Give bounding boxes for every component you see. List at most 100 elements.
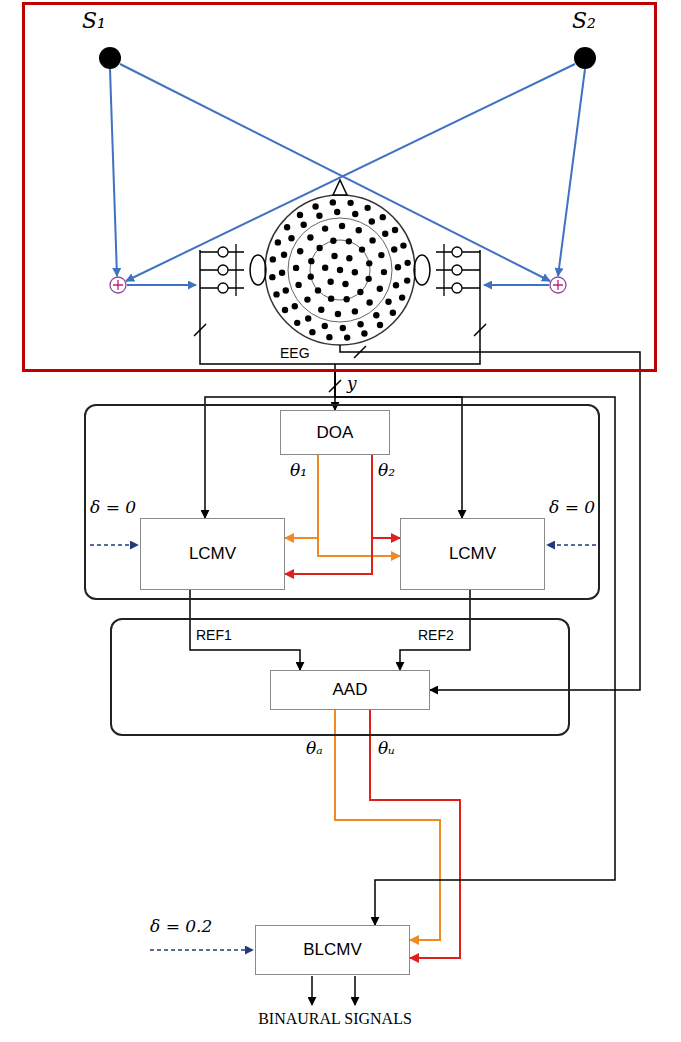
group-box: AAD (110, 618, 570, 736)
electrode (359, 246, 365, 252)
propagation-lines (110, 64, 585, 285)
signal-name: y (347, 373, 357, 393)
electrode (315, 287, 321, 293)
microphone-array (200, 244, 480, 296)
output-caption: BINAURAL SIGNALS (258, 1010, 412, 1028)
electrode (364, 205, 370, 211)
electrode (357, 289, 363, 295)
connector (372, 455, 400, 538)
process-box: LCMV (140, 518, 285, 590)
signal-name: EEG (280, 345, 310, 361)
connector (285, 455, 318, 538)
electrode (281, 252, 287, 258)
electrode (288, 235, 294, 241)
process-box: BLCMV (255, 925, 410, 975)
electrode (327, 279, 333, 285)
sum-node (110, 277, 566, 293)
electrode (395, 264, 401, 270)
electrode (400, 242, 406, 248)
electrode (305, 315, 311, 321)
process-box: LCMV (400, 518, 545, 590)
electrode (342, 281, 348, 287)
electrode (328, 295, 334, 301)
connector (370, 710, 460, 958)
electrode (352, 211, 358, 217)
electrode (307, 234, 313, 240)
electrode (292, 303, 298, 309)
electrode (361, 330, 367, 336)
electrode (344, 334, 350, 340)
electrode (380, 214, 386, 220)
electrode (282, 307, 288, 313)
connector (318, 455, 400, 556)
parameter-label: δ = 0 (549, 497, 595, 517)
electrode (283, 287, 289, 293)
output-arrows (312, 976, 355, 1005)
electrode (390, 310, 396, 316)
electrode (322, 323, 328, 329)
edge-label: θₐ (306, 738, 323, 758)
connector (335, 710, 440, 940)
electrode (275, 239, 281, 245)
edge-label: θ₁ (290, 460, 307, 480)
parameter-label: δ = 0.2 (150, 916, 212, 936)
electrode (294, 320, 300, 326)
electrode (337, 267, 343, 273)
highlight-frame: S₁S₂EEG (22, 2, 657, 372)
electrode (369, 237, 375, 243)
electrode (378, 252, 384, 258)
edge-label: REF1 (196, 627, 232, 643)
electrode (340, 325, 346, 331)
electrode (369, 218, 375, 224)
electrode (293, 265, 299, 271)
source-dot (99, 47, 121, 69)
source-dot (574, 47, 596, 69)
electrode (377, 322, 383, 328)
box-label: LCMV (449, 544, 496, 564)
box-label: DOA (317, 423, 354, 443)
electrode (279, 270, 285, 276)
electrode (391, 246, 397, 252)
electrode (297, 212, 303, 218)
electrode (304, 296, 310, 302)
electrode (322, 265, 328, 271)
electrode (322, 225, 328, 231)
electrode (309, 329, 315, 335)
electrode (334, 209, 340, 215)
electrode (399, 294, 405, 300)
box-label: LCMV (189, 544, 236, 564)
electrode (316, 213, 322, 219)
electrode (373, 312, 379, 318)
process-box: DOA (280, 410, 390, 455)
source-label: S₁ (82, 8, 106, 33)
electrode (404, 260, 410, 266)
electrode (343, 296, 349, 302)
electrode (330, 199, 336, 205)
electrode (385, 299, 391, 305)
connector (190, 590, 300, 670)
electrode (316, 245, 322, 251)
electrode (269, 274, 275, 280)
electrode (377, 286, 383, 292)
box-label: BLCMV (303, 940, 362, 960)
electrode (392, 227, 398, 233)
electrode (357, 321, 363, 327)
electrode (273, 291, 279, 297)
electrode (346, 255, 352, 261)
head (250, 180, 430, 345)
electrode (393, 282, 399, 288)
electrode (404, 277, 410, 283)
electrode (352, 269, 358, 275)
electrode (312, 203, 318, 209)
electrode (284, 224, 290, 230)
group-box: δ = 0δ = 0DOALCMVLCMV (84, 404, 600, 600)
electrode (347, 200, 353, 206)
electrode (381, 269, 387, 275)
process-box: AAD (270, 670, 430, 710)
electrode (326, 334, 332, 340)
electrode (352, 308, 358, 314)
electrode (382, 230, 388, 236)
connector (400, 590, 470, 670)
